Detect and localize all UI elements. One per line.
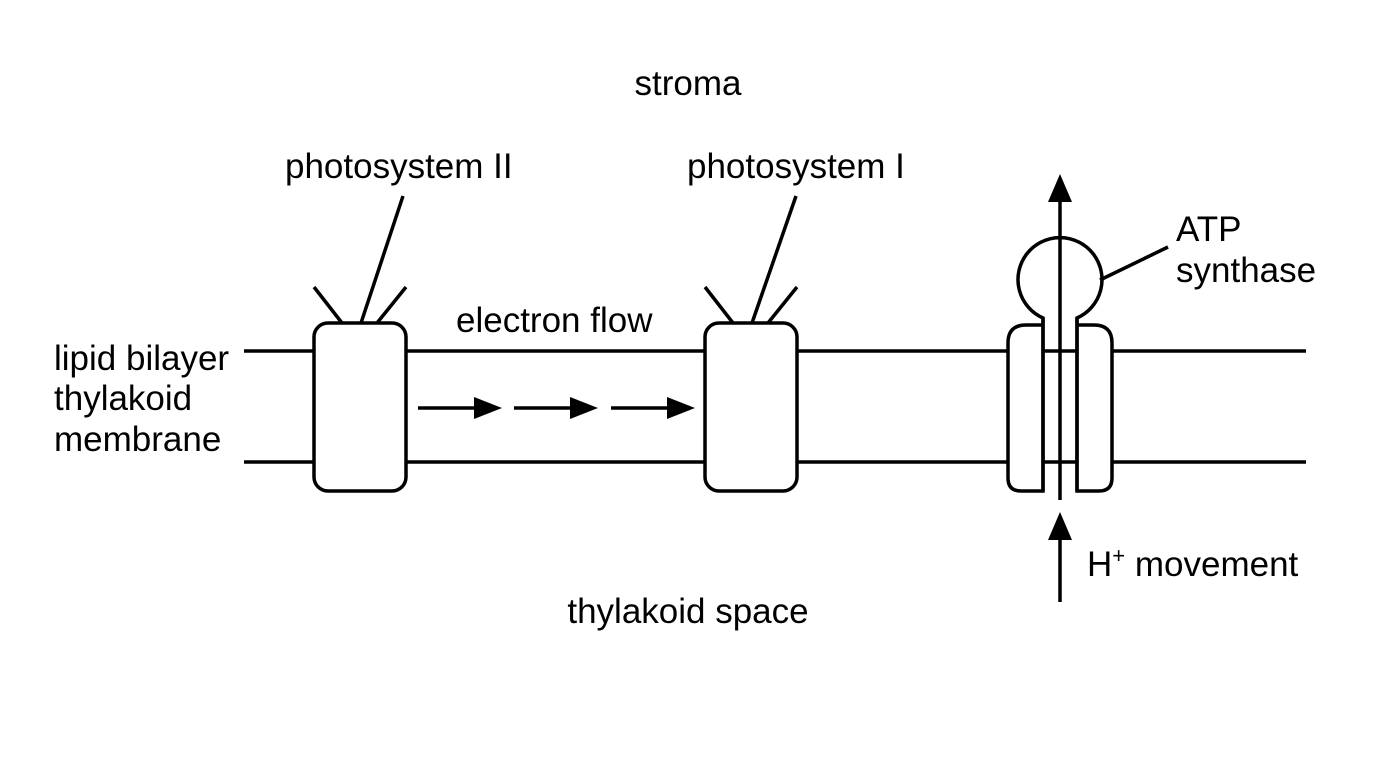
atp-synthase-base [1006, 323, 1045, 493]
atp-synthase-label-line2: synthase [1176, 251, 1316, 290]
electron-arrowhead-3 [667, 397, 695, 419]
stroma-label: stroma [635, 64, 743, 103]
h-plus-base: H [1087, 545, 1112, 584]
thylakoid-space-label: thylakoid space [567, 592, 808, 631]
photosystem-ii-leader-line [359, 195, 405, 324]
membrane-label-line1: lipid bilayer [54, 339, 229, 378]
photosystem-i-label: photosystem I [687, 147, 905, 186]
photosystem-ii-antenna-left [312, 285, 344, 325]
atp-synthase-complex [1006, 174, 1169, 500]
h-plus-superscript: + [1112, 543, 1125, 568]
photosystem-ii-box [312, 321, 408, 493]
electron-arrowhead-1 [474, 397, 502, 419]
h-plus-arrowhead [1048, 512, 1072, 540]
membrane-label-line3: membrane [54, 420, 221, 459]
electron-flow-arrows [418, 397, 695, 419]
photosystem-i-complex [703, 195, 799, 493]
h-plus-arrow [1048, 512, 1072, 602]
membrane-label-line2: thylakoid [54, 379, 192, 418]
proton-channel-arrowhead [1048, 174, 1072, 202]
photosystem-ii-antenna-right [375, 285, 408, 325]
atp-synthase-leader-line [1099, 245, 1169, 282]
photosystem-i-box [703, 321, 799, 493]
electron-flow-label: electron flow [456, 301, 653, 340]
photosystem-ii-label: photosystem II [285, 147, 513, 186]
electron-arrowhead-2 [570, 397, 598, 419]
photosystem-i-leader-line [750, 195, 798, 324]
h-plus-movement-label: H+ movement [1087, 543, 1299, 584]
photosystem-ii-complex [312, 195, 408, 493]
photosystem-i-antenna-right [766, 285, 799, 325]
atp-synthase-base-right [1075, 323, 1114, 493]
h-plus-rest: movement [1125, 545, 1298, 584]
photosystem-i-antenna-left [703, 285, 735, 325]
atp-synthase-label-line1: ATP [1176, 210, 1241, 249]
